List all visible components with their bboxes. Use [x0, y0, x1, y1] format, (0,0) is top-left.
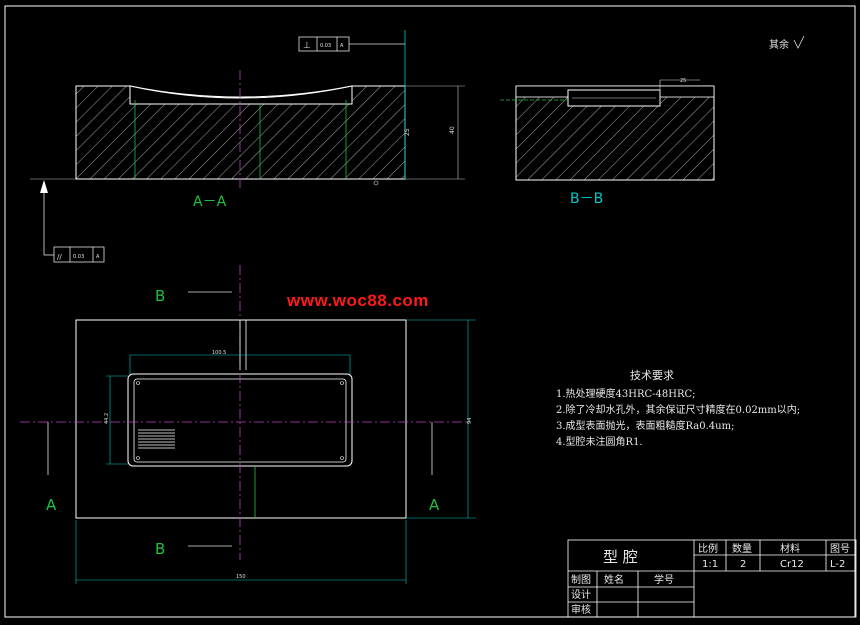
value-material: Cr12	[780, 559, 804, 570]
header-qty: 数量	[732, 542, 752, 555]
dim-depth: 40	[449, 126, 456, 134]
part-name: 型 腔	[603, 548, 638, 566]
header-drawing-no: 图号	[830, 543, 850, 555]
dim-side: 25	[404, 128, 411, 136]
value-qty: 2	[740, 559, 746, 570]
plan-view	[20, 265, 476, 584]
roughness-symbol	[793, 35, 805, 49]
section-bb-view	[500, 79, 715, 181]
title-block-grid	[567, 539, 857, 618]
parallel-symbol: //	[57, 253, 62, 261]
datum-marker	[373, 180, 379, 186]
dim-cavity-height: 44.2	[104, 413, 110, 424]
row-label-design: 设计	[571, 588, 591, 601]
section-bb-label: B－B	[570, 191, 603, 207]
header-material: 材料	[780, 542, 800, 555]
drawing-border	[4, 5, 856, 618]
perp-datum: A	[340, 43, 344, 49]
value-drawing-no: L-2	[830, 559, 845, 570]
tech-item-4: 4.型腔未注圆角R1.	[556, 437, 643, 448]
tech-item-1: 1.热处理硬度43HRC-48HRC;	[556, 389, 696, 400]
view-label-b-top: B	[155, 287, 165, 305]
dim-total-height: 94	[467, 418, 473, 424]
row-label-review: 审核	[571, 603, 591, 616]
value-scale: 1:1	[702, 559, 718, 570]
parallel-value: 0.03	[73, 254, 84, 260]
row-label-drawn: 制图	[571, 573, 591, 586]
tech-title: 技术要求	[630, 369, 674, 382]
col-label-student-id: 学号	[654, 573, 674, 586]
col-label-name: 姓名	[604, 573, 624, 586]
dim-total-width: 150	[236, 574, 246, 580]
view-label-a-left: A	[46, 496, 57, 514]
watermark: www.woc88.com	[287, 291, 429, 310]
tech-item-3: 3.成型表面抛光，表面粗糙度Ra0.4um;	[556, 421, 735, 432]
section-aa-view	[30, 30, 465, 190]
view-label-a-right: A	[429, 496, 440, 514]
perp-value: 0.03	[320, 43, 331, 49]
bb-callout: 25	[680, 78, 686, 84]
tech-item-2: 2.除了冷却水孔外，其余保证尺寸精度在0.02mm以内;	[556, 405, 801, 416]
section-aa-label: A－A	[193, 194, 227, 210]
view-label-b-bottom: B	[155, 540, 165, 558]
perp-symbol: ⊥	[303, 41, 311, 51]
parallelism-frame	[40, 180, 105, 263]
remainder-roughness-label: 其余	[769, 38, 789, 51]
parallel-datum: A	[96, 254, 100, 260]
header-scale: 比例	[698, 542, 718, 555]
dim-cavity-width: 100.5	[212, 350, 226, 356]
